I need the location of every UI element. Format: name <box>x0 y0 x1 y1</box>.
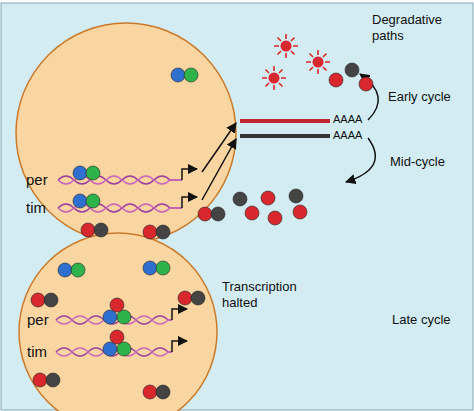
annotation-label: Degradative paths <box>372 12 462 43</box>
promoter-arrow <box>182 169 197 180</box>
cyc-protein <box>86 194 100 208</box>
tim-protein <box>211 207 225 221</box>
clk-protein <box>73 166 87 180</box>
gene-label: tim <box>27 344 47 359</box>
tim-protein <box>46 373 60 387</box>
promoter-arrow <box>172 341 187 352</box>
clk-protein <box>73 194 87 208</box>
nucleus-circle <box>19 233 217 411</box>
clk-protein <box>143 261 157 275</box>
tim-protein <box>156 385 170 399</box>
cycle-arrow <box>360 74 378 120</box>
per-protein <box>81 223 95 237</box>
gene-label: tim <box>26 200 46 215</box>
clk-protein <box>171 68 185 82</box>
clk-protein <box>103 310 117 324</box>
dna-strand <box>58 204 182 212</box>
promoter-arrow <box>172 309 187 320</box>
annotation-label: AAAA <box>333 129 383 142</box>
per-protein <box>143 225 157 239</box>
per-protein <box>245 206 259 220</box>
tim-protein <box>94 223 108 237</box>
cyc-protein <box>184 68 198 82</box>
gene-label: per <box>26 172 48 187</box>
annotation-label: Mid-cycle <box>390 154 470 170</box>
nucleus-circle <box>16 23 236 243</box>
clk-protein <box>58 263 72 277</box>
per-protein <box>198 207 212 221</box>
nucleus-outline <box>15 22 237 244</box>
gene-label: per <box>27 312 49 327</box>
degraded-protein <box>274 34 298 58</box>
per-protein <box>178 291 192 305</box>
cyc-protein <box>156 261 170 275</box>
tim-protein <box>191 291 205 305</box>
per-protein <box>143 385 157 399</box>
per-protein <box>329 73 343 87</box>
tim-protein <box>156 225 170 239</box>
annotation-label: AAAA <box>333 113 383 126</box>
degraded-protein <box>262 66 286 90</box>
per-protein <box>268 211 282 225</box>
dna-helix <box>56 176 182 356</box>
cycle-arrow <box>346 138 375 182</box>
annotation-label: Early cycle <box>388 89 468 105</box>
nucleus: per tim <box>15 22 237 244</box>
per-protein <box>261 191 275 205</box>
annotation-label: Transcription halted <box>222 279 322 310</box>
promoter-arrow <box>182 197 197 208</box>
dna-strand <box>58 176 182 184</box>
degraded-protein <box>306 50 330 74</box>
dna-strand <box>56 316 172 324</box>
per-protein <box>33 373 47 387</box>
per-protein <box>110 330 124 344</box>
dna-strand <box>56 348 172 356</box>
export-arrow <box>202 123 236 172</box>
tim-protein <box>289 189 303 203</box>
dna-strand <box>58 176 182 184</box>
dna-strand <box>56 316 172 324</box>
nucleus: per tim <box>18 232 218 411</box>
cyc-protein <box>86 166 100 180</box>
per-protein <box>359 77 373 91</box>
per-mrna <box>240 119 330 123</box>
tim-protein <box>233 192 247 206</box>
dna-strand <box>56 348 172 356</box>
per-protein <box>110 298 124 312</box>
proteins <box>31 63 373 399</box>
cyc-protein <box>117 310 131 324</box>
cyc-protein <box>117 342 131 356</box>
per-protein <box>31 293 45 307</box>
dna-strand <box>58 204 182 212</box>
tim-protein <box>345 63 359 77</box>
tim-protein <box>44 293 58 307</box>
export-arrow <box>202 139 236 200</box>
tim-mrna <box>240 134 330 138</box>
per-protein <box>293 205 307 219</box>
annotation-label: Late cycle <box>392 312 472 328</box>
clk-protein <box>103 342 117 356</box>
cyc-protein <box>71 263 85 277</box>
